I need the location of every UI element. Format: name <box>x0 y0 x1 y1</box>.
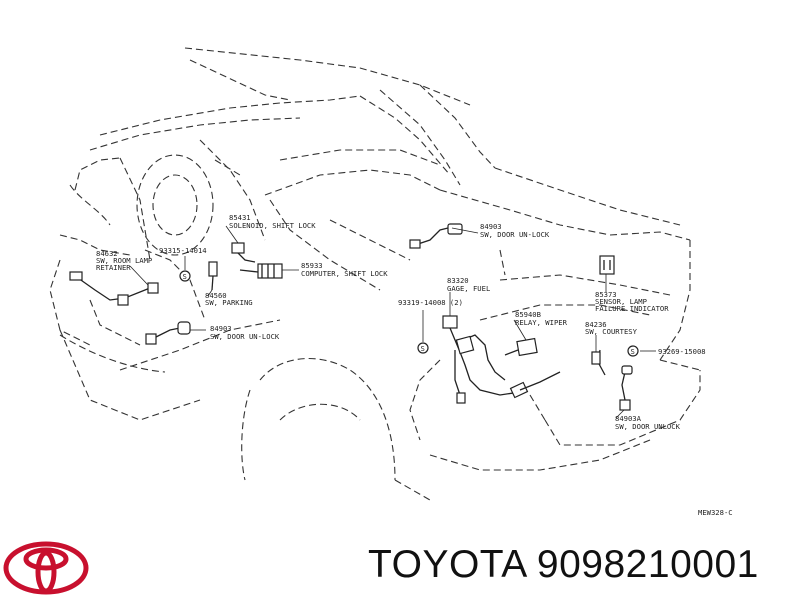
callout-83320-line-2: GAGE, FUEL <box>447 284 490 293</box>
callout-84903A-line-2: SW, DOOR UNLOCK <box>615 422 681 431</box>
callout-85940-line-1: 85940B <box>515 310 541 319</box>
callout-83320-line-1: 83320 <box>447 276 469 285</box>
callout-85373-line-2: SENSOR, LAMP <box>595 297 647 306</box>
diagram-code: MEW328-C <box>698 508 733 517</box>
callout-93319-line-1: 93319-14008 (2) <box>398 298 463 307</box>
callout-84903A-line-1: 84903A <box>615 414 642 423</box>
callout-84560-line-1: 84560 <box>205 291 227 300</box>
callout-93315-line-1: 93315-14014 <box>159 246 207 255</box>
callout-84560-line-2: SW, PARKING <box>205 298 253 307</box>
brand-part-number: TOYOTA 9098210001 <box>368 543 759 586</box>
toyota-logo-icon <box>3 541 89 595</box>
callout-84903-top-line-2: SW, DOOR UN-LOCK <box>480 230 550 239</box>
callout-85933-line-1: 85933 <box>301 261 323 270</box>
screw-marker-label: S <box>421 344 425 353</box>
callout-84236-line-1: 84236 <box>585 320 607 329</box>
screw-marker <box>179 270 191 282</box>
leader-lines <box>129 225 656 419</box>
screw-marker <box>417 342 429 354</box>
screw-markers: S S S <box>179 270 639 357</box>
callout-84903-top-line-1: 84903 <box>480 222 502 231</box>
screw-marker-label: S <box>183 272 187 281</box>
callout-85940-line-2: RELAY, WIPER <box>515 318 568 327</box>
callout-85431-line-2: SOLENOID, SHIFT LOCK <box>229 221 316 230</box>
callout-84632-line-2: SW, ROOM LAMP <box>96 256 152 265</box>
screw-marker-label: S <box>631 347 635 356</box>
harness-parts <box>69 223 633 411</box>
callout-93269-line-1: 93269-15008 <box>658 347 706 356</box>
callout-84903-left-line-1: 84903 <box>210 324 232 333</box>
callout-85373-line-1: 85373 <box>595 290 617 299</box>
callout-labels: 85431 SOLENOID, SHIFT LOCK 84903 SW, DOO… <box>96 213 733 517</box>
callout-84632-line-3: RETAINER <box>96 263 131 272</box>
callout-84236-line-2: SW, COURTESY <box>585 327 638 336</box>
callout-85933-line-2: COMPUTER, SHIFT LOCK <box>301 269 388 278</box>
callout-84903-left-line-2: SW, DOOR UN-LOCK <box>210 332 280 341</box>
callout-84632-line-1: 84632 <box>96 249 118 258</box>
callout-85373-line-3: FAILURE INDICATOR <box>595 304 669 313</box>
screw-marker <box>627 345 639 357</box>
callout-85431-line-1: 85431 <box>229 213 251 222</box>
car-body-outline <box>49 47 701 501</box>
